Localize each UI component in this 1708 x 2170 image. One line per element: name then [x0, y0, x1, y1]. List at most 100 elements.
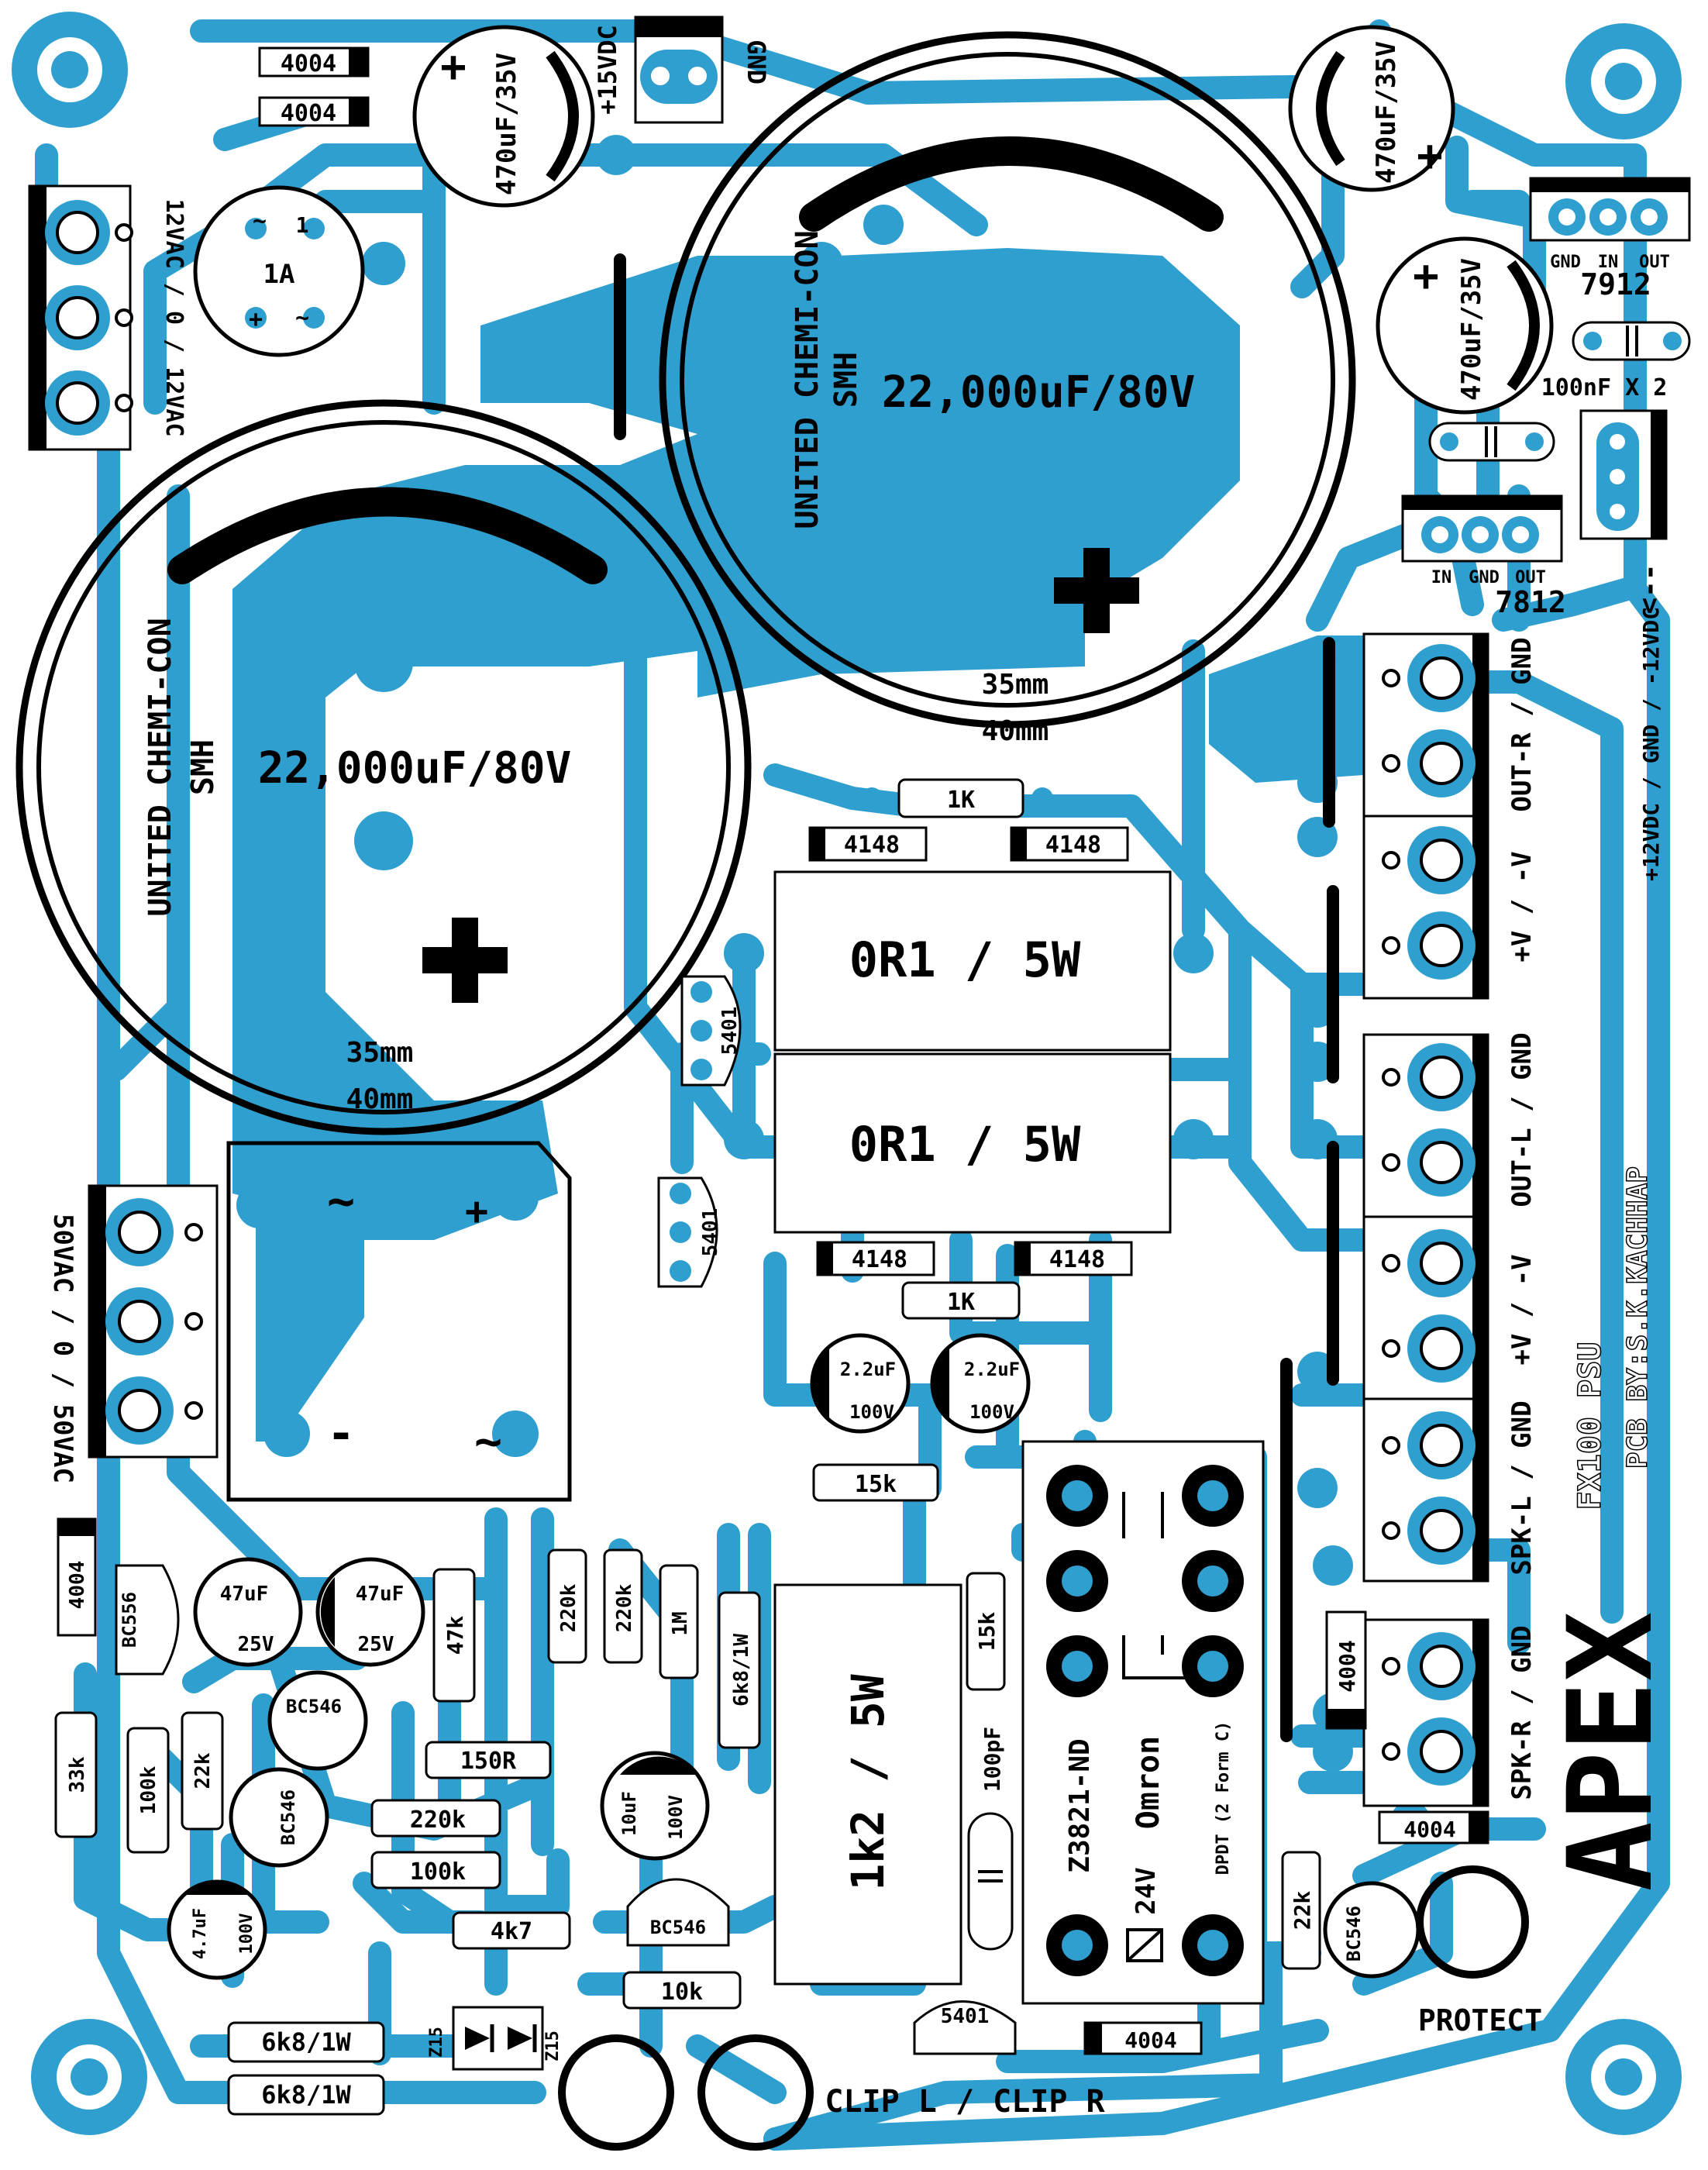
- copper-pour-top: [480, 248, 1240, 698]
- term-out-r-label: OUT-R / GND: [1507, 637, 1538, 811]
- res-1k-top-label: 1K: [947, 787, 975, 814]
- big-cap-right-value: 22,000uF/80V: [882, 367, 1196, 418]
- term-spk-l-label: SPK-L / GND: [1507, 1400, 1538, 1575]
- relay-omron: Z3821-ND Omron 24V DPDT (2 Form C): [1021, 1440, 1265, 2005]
- zener-a-label: Z15: [427, 2027, 446, 2058]
- res-15k-h: 15k: [812, 1463, 939, 1502]
- transistor-bc546-b: BC546: [229, 1767, 329, 1868]
- cap-100pf: 100pF: [967, 1727, 1014, 1951]
- res-1k2-5w-label: 1k2 / 5W: [842, 1674, 894, 1890]
- res-220k-h-label: 220k: [410, 1807, 466, 1834]
- relay-coil: 24V: [1131, 1867, 1162, 1914]
- res-1m: 1M: [659, 1564, 699, 1679]
- res-220k-h: 220k: [370, 1799, 501, 1838]
- res-220k-a-label: 220k: [557, 1583, 580, 1632]
- conn-15vdc-gnd: GND: [742, 40, 771, 84]
- diode-4004-bottom-label: 4004: [1124, 2027, 1176, 2053]
- cap-100nf-a: 100nF X 2: [1541, 321, 1691, 401]
- cap-470uf-mid-value: 470uF/35V: [1456, 258, 1487, 401]
- diode-4148-d: 4148: [1014, 1241, 1133, 1276]
- res-220k-b: 220k: [603, 1548, 643, 1664]
- led-clip-r: [697, 2034, 814, 2151]
- res-6k8-a-label: 6k8/1W: [261, 2027, 351, 2057]
- cap-470uf-mid-pol: +: [1413, 251, 1439, 301]
- big-cap-left-series: SMH: [185, 739, 221, 795]
- board-credit: PCB BY:S.K.KACHHAP: [1622, 1166, 1654, 1469]
- reg-7912-pin-in: IN: [1598, 253, 1619, 272]
- res-220k-b-label: 220k: [613, 1583, 636, 1632]
- conn-12vdc-arrow: <--: [1634, 563, 1665, 614]
- res-1k2-5w: 1k2 / 5W: [773, 1583, 962, 1986]
- diode-4004-top2: 4004: [258, 96, 370, 127]
- copper-pour-right: [1209, 636, 1364, 783]
- res-0r1-a-label: 0R1 / 5W: [849, 932, 1081, 988]
- res-15k-v: 15k: [966, 1572, 1006, 1691]
- fuse-1a: 1A ~ 1 + ~: [193, 185, 365, 357]
- transistor-bc546-a-label: BC546: [286, 1696, 342, 1717]
- cap-2u2-b: 2.2uF 100V: [930, 1333, 1031, 1434]
- conn-15vdc: +15VDC GND: [593, 16, 771, 124]
- cap-47uf-a-voltage: 25V: [238, 1633, 274, 1656]
- diode-4004-h: 4004: [1378, 1810, 1489, 1844]
- cap-2u2-b-value: 2.2uF: [964, 1359, 1020, 1380]
- diode-4004-bottom: 4004: [1083, 2021, 1203, 2055]
- res-47k: 47k: [432, 1568, 476, 1703]
- transistor-bc546-b-label: BC546: [277, 1789, 299, 1845]
- reg-7912-pin-out: OUT: [1639, 253, 1670, 272]
- cap-10uf: 10uF 100V: [600, 1751, 710, 1861]
- res-0r1-a: 0R1 / 5W: [773, 870, 1172, 1052]
- term-pv-r-label: +V / -V: [1507, 851, 1538, 962]
- mounting-hole-tl: [12, 12, 128, 128]
- cap-47uf-b: 47uF 25V: [315, 1557, 425, 1667]
- diode-4148-b: 4148: [1010, 826, 1129, 862]
- diode-4148-d-label: 4148: [1049, 1246, 1105, 1273]
- res-100k-v-label: 100k: [137, 1765, 160, 1814]
- res-220k-a: 220k: [547, 1548, 587, 1664]
- led-clip-label: CLIP L / CLIP R: [825, 2084, 1105, 2120]
- conn-15vdc-label: +15VDC: [593, 25, 622, 115]
- cap-47uf-a: 47uF 25V: [193, 1557, 303, 1667]
- big-cap-right-series: SMH: [828, 352, 864, 408]
- relay-type: DPDT (2 Form C): [1214, 1721, 1233, 1876]
- transistor-bc546-right: BC546: [1323, 1881, 1420, 1979]
- term-spk-r-label: SPK-R / GND: [1507, 1625, 1538, 1800]
- led-clip-l: [558, 2034, 674, 2151]
- cap-470uf-top: + 470uF/35V: [412, 25, 595, 208]
- diode-4148-c: 4148: [816, 1241, 935, 1276]
- transistor-bc556: BC556: [115, 1564, 180, 1676]
- reg-7812: IN GND OUT 7812: [1401, 494, 1566, 619]
- cap-470uf-tr-value: 470uF/35V: [1371, 41, 1402, 184]
- res-100k-h-label: 100k: [410, 1858, 466, 1886]
- cap-10uf-value: 10uF: [618, 1791, 640, 1836]
- conn-50vac: 50VAC / 0 / 50VAC: [47, 1184, 219, 1483]
- bridge-ac-bottom: ~: [474, 1414, 502, 1469]
- cap-2u2-a-value: 2.2uF: [840, 1359, 896, 1380]
- transistor-5401-b-label: 5401: [699, 1208, 722, 1257]
- cap-10uf-voltage: 100V: [665, 1795, 687, 1840]
- big-cap-right-brand: UNITED CHEMI-CON: [790, 230, 825, 529]
- diode-4004-top2-label: 4004: [281, 100, 336, 127]
- diode-4148-a: 4148: [808, 826, 928, 862]
- led-protect: PROTECT: [1416, 1865, 1542, 2037]
- diode-4004-top1-label: 4004: [281, 50, 336, 78]
- cap-470uf-top-pol: +: [440, 42, 467, 92]
- res-0r1-b-label: 0R1 / 5W: [849, 1116, 1081, 1173]
- cap-2u2-a-voltage: 100V: [849, 1401, 894, 1423]
- bridge-plus: +: [465, 1189, 488, 1234]
- res-10k-label: 10k: [661, 1979, 703, 2006]
- big-cap-left-value: 22,000uF/80V: [258, 743, 572, 794]
- res-100k-v: 100k: [126, 1727, 170, 1854]
- apex-logo-text: APEX: [1544, 1611, 1679, 1891]
- cap-100pf-label: 100pF: [980, 1727, 1005, 1792]
- reg-7912-pin-gnd: GND: [1550, 253, 1581, 272]
- res-1k-bottom-label: 1K: [947, 1289, 975, 1316]
- cap-470uf-top-value: 470uF/35V: [491, 53, 522, 195]
- big-cap-left-brand: UNITED CHEMI-CON: [143, 618, 178, 916]
- jumper-bars: [614, 253, 1339, 1742]
- relay-part: Z3821-ND: [1064, 1738, 1096, 1872]
- res-6k8-v-label: 6k8/1W: [730, 1634, 753, 1707]
- big-cap-left-d1: 35mm: [346, 1037, 414, 1069]
- fuse-1a-plus: +: [249, 306, 263, 333]
- reg-7812-pin-gnd: GND: [1469, 568, 1500, 587]
